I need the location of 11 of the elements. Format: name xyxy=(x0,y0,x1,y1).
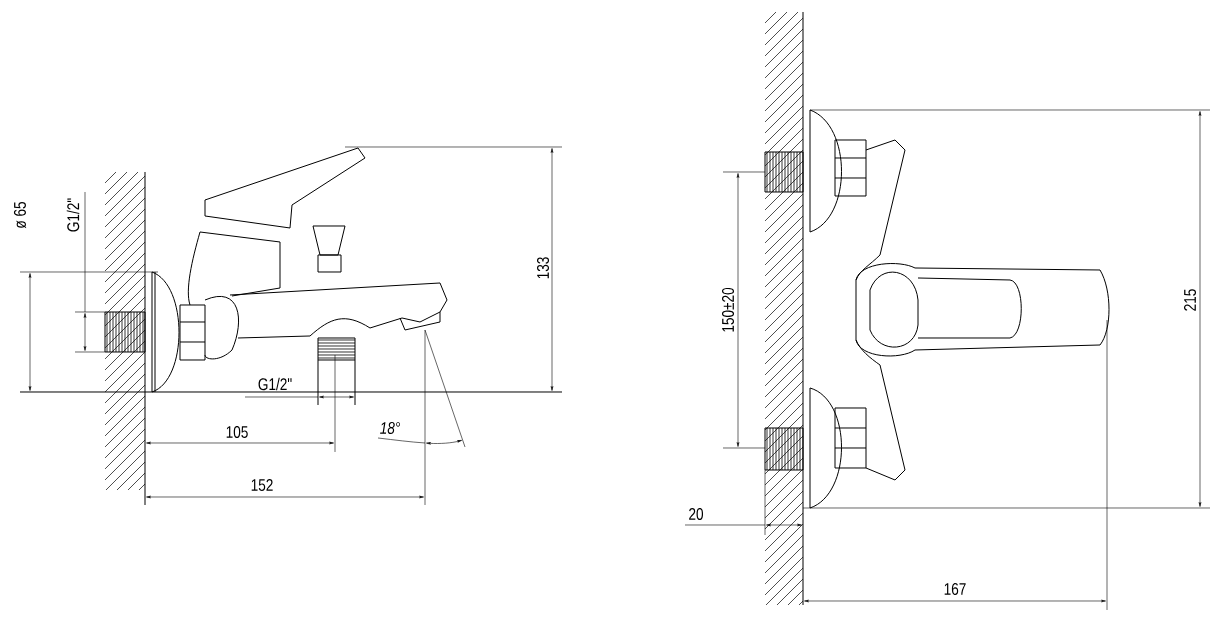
dimension-label: 18° xyxy=(380,421,400,434)
dimension-label: 133 xyxy=(537,257,550,279)
dimension-label: G1/2" xyxy=(258,377,292,391)
dimension-label: 167 xyxy=(944,582,966,595)
dimension-label: 150±20 xyxy=(722,287,735,332)
dimension-label: 152 xyxy=(251,478,273,491)
dimension-label: 215 xyxy=(1184,289,1197,311)
dimension-label: 105 xyxy=(226,425,248,438)
dimension-label: 20 xyxy=(689,507,704,520)
dimension-label: ø 65 xyxy=(13,201,27,229)
dimension-label: G1/2" xyxy=(66,198,80,232)
